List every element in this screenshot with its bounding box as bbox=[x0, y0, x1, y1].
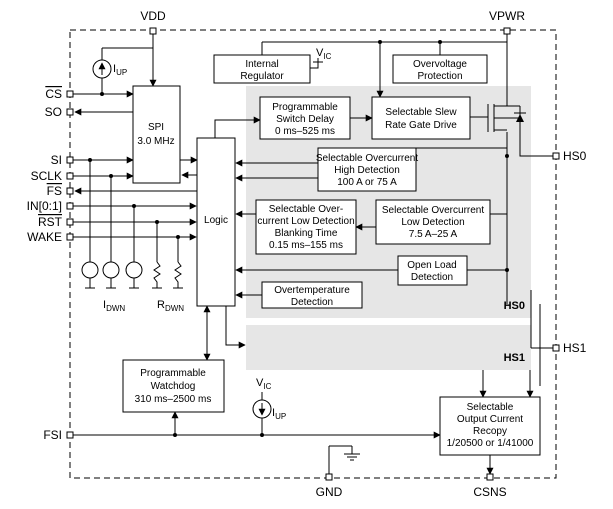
pin-sclk: SCLK bbox=[31, 169, 62, 183]
internal-regulator-block: Internal Regulator bbox=[213, 54, 311, 84]
pin-hs1: HS1 bbox=[563, 341, 587, 355]
spi-label: SPI bbox=[148, 122, 164, 133]
overtemp-block: Overtemperature Detection bbox=[261, 281, 363, 309]
pin-fs: FS bbox=[47, 184, 62, 198]
label-iup: IUP bbox=[113, 63, 127, 77]
low-detection-line2: Low Detection bbox=[401, 217, 464, 228]
overtemp-line1: Overtemperature bbox=[274, 285, 350, 296]
slew-rate-block: Selectable Slew Rate Gate Drive bbox=[371, 96, 471, 140]
high-detection-block: Selectable Overcurrent High Detection 10… bbox=[316, 147, 418, 192]
mosfet-icon bbox=[487, 104, 526, 132]
recopy-line2: Output Current bbox=[457, 414, 523, 425]
blanking-line1: Selectable Over- bbox=[269, 204, 343, 215]
hs1-section bbox=[246, 325, 531, 370]
section-label-hs1: HS1 bbox=[504, 352, 525, 364]
recopy-ratio: 1/20500 or 1/41000 bbox=[447, 438, 534, 449]
recopy-line1: Selectable bbox=[467, 402, 514, 413]
pin-hs0: HS0 bbox=[563, 149, 587, 163]
pin-si: SI bbox=[51, 153, 62, 167]
watchdog-block: Programmable Watchdog 310 ms–2500 ms bbox=[122, 359, 225, 413]
current-source-iup-fsi bbox=[252, 399, 272, 419]
open-load-line1: Open Load bbox=[407, 260, 457, 271]
current-source-iup bbox=[92, 59, 112, 79]
switch-delay-line2: Switch Delay bbox=[276, 114, 334, 125]
slew-rate-line1: Selectable Slew bbox=[385, 107, 457, 118]
overvoltage-line1: Overvoltage bbox=[413, 59, 467, 70]
high-detection-line1: Selectable Overcurrent bbox=[316, 153, 418, 164]
section-label-hs0: HS0 bbox=[504, 300, 525, 312]
low-detection-block: Selectable Overcurrent Low Detection 7.5… bbox=[375, 199, 491, 245]
open-load-line2: Detection bbox=[411, 272, 453, 283]
watchdog-line2: Watchdog bbox=[151, 381, 196, 392]
pin-cs: CS bbox=[45, 87, 62, 101]
spi-block: SPI 3.0 MHz bbox=[132, 85, 181, 184]
pin-fsi: FSI bbox=[43, 428, 62, 442]
blanking-time-block: Selectable Over- current Low Detection B… bbox=[255, 199, 357, 255]
wires bbox=[73, 33, 553, 475]
label-rdwn: RDWN bbox=[157, 299, 184, 313]
open-load-block: Open Load Detection bbox=[397, 255, 468, 286]
label-vic: VIC bbox=[316, 47, 332, 61]
overvoltage-block: Overvoltage Protection bbox=[392, 54, 488, 84]
pin-vdd: VDD bbox=[140, 9, 166, 23]
blanking-line3: Blanking Time bbox=[275, 228, 338, 239]
blanking-range: 0.15 ms–155 ms bbox=[269, 240, 343, 251]
pin-csns: CSNS bbox=[473, 485, 506, 499]
label-idwn: IDWN bbox=[103, 299, 125, 313]
watchdog-range: 310 ms–2500 ms bbox=[135, 394, 212, 405]
low-detection-values: 7.5 A–25 A bbox=[409, 229, 458, 240]
low-detection-line1: Selectable Overcurrent bbox=[382, 205, 484, 216]
overtemp-line2: Detection bbox=[291, 297, 333, 308]
recopy-block: Selectable Output Current Recopy 1/20500… bbox=[439, 396, 541, 456]
logic-block: Logic bbox=[196, 137, 236, 307]
high-detection-line2: High Detection bbox=[334, 165, 400, 176]
regulator-line2: Regulator bbox=[240, 71, 284, 82]
high-detection-values: 100 A or 75 A bbox=[337, 177, 397, 188]
recopy-line3: Recopy bbox=[473, 426, 507, 437]
overvoltage-line2: Protection bbox=[417, 71, 462, 82]
label-vic-fsi: VIC bbox=[256, 377, 272, 391]
pulldown-resistors bbox=[152, 261, 183, 289]
pin-vpwr: VPWR bbox=[489, 9, 525, 23]
logic-label: Logic bbox=[204, 215, 228, 226]
pin-gnd: GND bbox=[316, 485, 343, 499]
slew-rate-line2: Rate Gate Drive bbox=[385, 120, 457, 131]
watchdog-line1: Programmable bbox=[140, 368, 206, 379]
switch-delay-block: Programmable Switch Delay 0 ms–525 ms bbox=[259, 96, 351, 140]
chip-outline bbox=[69, 29, 557, 479]
pin-squares bbox=[66, 27, 560, 481]
blanking-line2: current Low Detection bbox=[257, 216, 354, 227]
pin-rst: RST bbox=[38, 215, 63, 229]
regulator-line1: Internal bbox=[245, 59, 278, 70]
switch-delay-range: 0 ms–525 ms bbox=[275, 126, 335, 137]
pulldown-current-sources bbox=[81, 261, 143, 289]
label-iup-fsi: IUP bbox=[272, 407, 286, 421]
pin-so: SO bbox=[45, 105, 62, 119]
pin-in: IN[0:1] bbox=[27, 199, 62, 213]
switch-delay-line1: Programmable bbox=[272, 102, 338, 113]
spi-frequency: 3.0 MHz bbox=[137, 136, 174, 147]
pin-wake: WAKE bbox=[27, 230, 62, 244]
